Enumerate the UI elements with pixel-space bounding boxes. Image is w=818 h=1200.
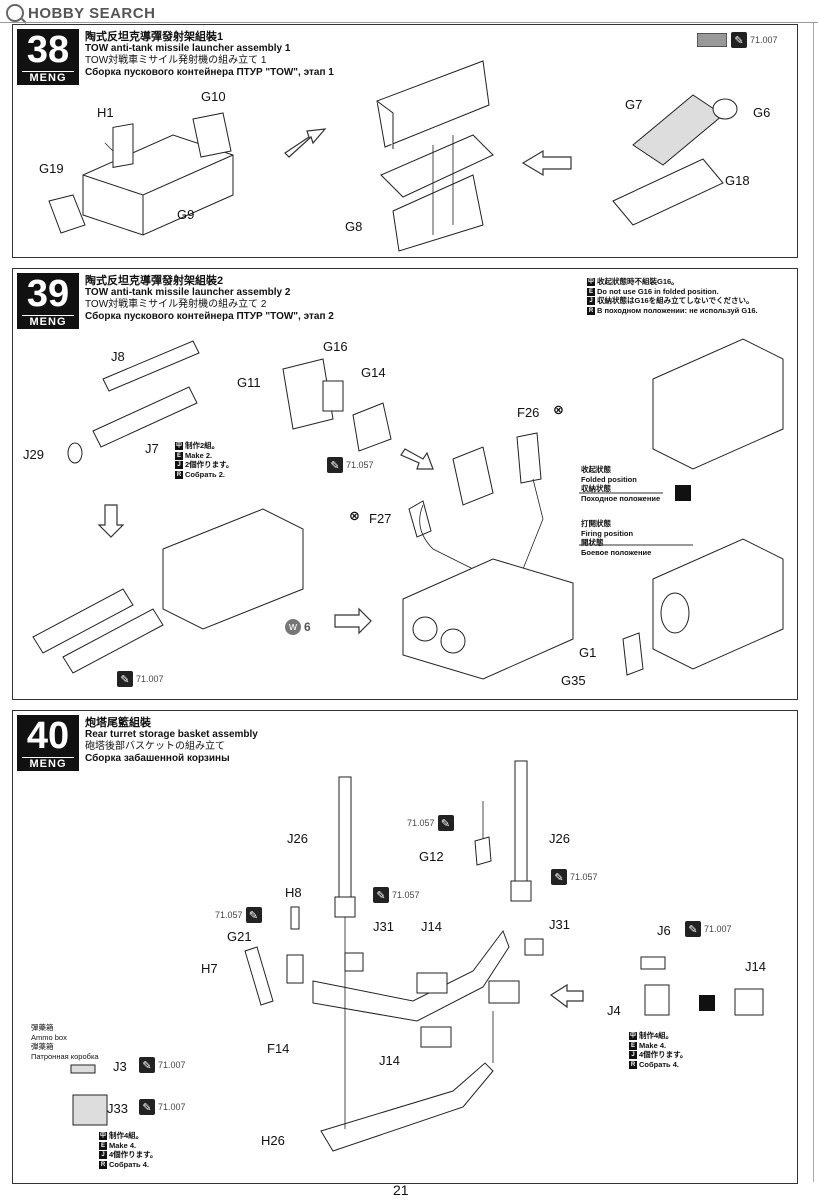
paint-brush-icon: ✎ [685,921,701,937]
part-label: J31 [373,919,394,934]
paint-callout: ✎71.007 [139,1099,186,1115]
part-label: J7 [145,441,159,456]
part-label: G8 [345,219,363,234]
paint-callout: 71.057✎ [215,907,262,923]
part-label: G12 [419,849,444,864]
part-label: G6 [753,105,771,120]
part-label: G21 [227,929,252,944]
part-label: J8 [111,349,125,364]
step-40-diagram [70,760,764,1152]
paint-brush-icon: ✎ [437,815,454,831]
paint-callout: ✎71.007 [117,671,164,687]
top-rule [0,22,818,23]
no-glue-icon: ⊗ [553,402,564,417]
step-38-diagram [48,60,738,252]
step-39-diagram [32,338,784,680]
part-label: J14 [421,919,442,934]
right-rule [813,22,814,1182]
paint-callout: ✎71.057 [551,869,598,885]
paint-callout: ✎71.057 [373,887,420,903]
no-glue-icon: ⊗ [349,508,360,523]
part-label: G18 [725,173,750,188]
part-label: G19 [39,161,64,176]
watermark: HOBBY SEARCH [6,4,155,22]
part-label: G11 [237,375,261,390]
part-label: H8 [285,885,302,900]
decal-icon: w [285,619,301,635]
step-title: 炮塔尾籃組裝 Rear turret storage basket assemb… [85,717,258,764]
part-label: F26 [517,405,540,420]
paint-callout: ✎71.007 [731,32,778,48]
part-label: F27 [369,511,392,526]
step-title: 陶式反坦克導彈發射架組裝2 TOW anti-tank missile laun… [85,275,334,322]
page-number: 21 [393,1182,409,1198]
part-label: G16 [323,339,348,354]
paint-brush-icon: ✎ [327,457,343,473]
swap-icon [699,995,715,1011]
part-label: G14 [361,365,386,380]
part-label: J4 [607,1003,621,1018]
part-label: J26 [287,831,308,846]
part-label: F14 [267,1041,290,1056]
part-label: J33 [107,1101,128,1116]
part-label: G7 [625,97,643,112]
part-label: J6 [657,923,671,938]
part-label: H26 [261,1133,285,1148]
paint-brush-icon: ✎ [245,907,262,923]
part-label: J26 [549,831,570,846]
paint-callout: ✎71.007 [139,1057,186,1073]
part-label: J31 [549,917,570,932]
paint-callout: ✎71.057 [327,457,374,473]
step-title: 陶式反坦克導彈發射架組裝1 TOW anti-tank missile laun… [85,31,334,78]
part-label: G35 [561,673,586,688]
swap-icon [675,485,691,501]
part-label: G1 [579,645,597,660]
color-swatch [697,33,727,47]
part-label: H7 [201,961,218,976]
paint-callout: 71.057✎ [407,815,454,831]
paint-brush-icon: ✎ [139,1099,155,1115]
part-label: G9 [177,207,195,222]
part-label: J29 [23,447,44,462]
paint-brush-icon: ✎ [139,1057,155,1073]
part-label: J3 [113,1059,127,1074]
paint-callout: ✎71.007 [685,921,732,937]
part-label: J14 [745,959,766,974]
search-icon [6,4,24,22]
paint-brush-icon: ✎ [117,671,133,687]
part-label: H1 [97,105,114,120]
paint-brush-icon: ✎ [373,887,389,903]
part-label: G10 [201,89,226,104]
paint-brush-icon: ✎ [731,32,747,48]
part-label: J14 [379,1053,400,1068]
paint-brush-icon: ✎ [551,869,567,885]
